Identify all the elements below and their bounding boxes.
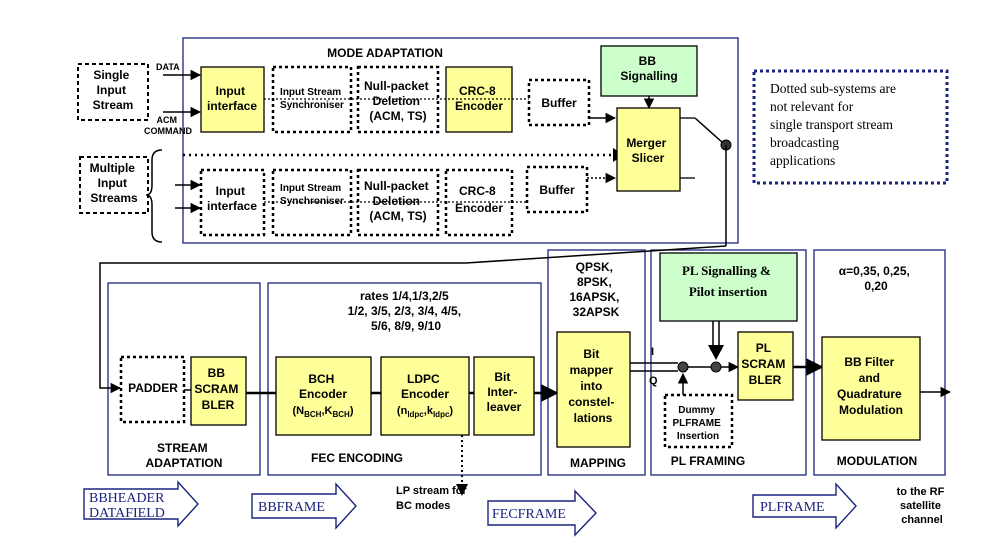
note-box [752,69,949,185]
svg-text:Bit mapper into co: Bit mapper into constel- lations [568,347,617,425]
svg-text:PADDER: PADDER [128,381,178,395]
stream-adaptation-title: STREAM ADAPTATION [146,441,223,470]
pl-signalling-join-node [710,361,722,373]
svg-text:Dummy PLFRAME Insertio: Dummy PLFRAME Insertion [672,405,723,442]
input-interface-bottom [199,168,266,237]
padder-box [119,355,186,424]
mode-adaptation-title: MODE ADAPTATION [327,46,443,60]
svg-text:BB Filter and Quadratu: BB Filter and Quadrature Modulation [837,355,905,417]
modulation-list: QPSK, 8PSK, 16APSK, 32APSK [569,260,622,319]
plframe-arrow [752,482,857,530]
bch-encoder-box [275,356,372,436]
svg-text:PL Signalling & Pilot inse: PL Signalling & Pilot insertion [682,263,774,299]
dummy-plframe-box [663,393,734,449]
pl-framing-title: PL FRAMING [671,454,745,468]
dummy-join-node [677,361,689,373]
multiple-input-brace [145,149,163,243]
svg-text:Bit Inter- leaver: Bit Inter- leaver [487,370,522,414]
multiple-input-box [79,156,149,214]
data-label: DATA [156,62,180,72]
svg-text:BB SCRAM BLER: BB SCRAM BLER [194,366,241,412]
svg-text:BBFRAME: BBFRAME [258,500,325,515]
bch-params: (NBCH,KBCH) [293,405,354,419]
pl-signalling-box [659,252,798,322]
acm-command-label: ACM COMMAND [144,115,192,136]
svg-text:CRC-8 Encoder: CRC-8 Encoder [455,184,503,215]
svg-text:Null-packet Deletion (: Null-packet Deletion (ACM, TS) [364,79,432,123]
svg-text:PL SCRAM BLER: PL SCRAM BLER [741,341,788,387]
fec-encoding-title: FEC ENCODING [311,451,403,465]
ldpc-params: (nldpc,kldpc) [397,405,453,419]
svg-text:Merger Slicer: Merger Slicer [626,136,669,165]
modulation-title: MODULATION [837,454,917,468]
switch-arm [694,117,724,144]
svg-text:Input interface: Input interface [207,84,257,113]
svg-text:BB Signalling: BB Signalling [620,54,677,83]
pl-signalling-arrowhead [708,345,724,360]
stream-adaptation-region [107,282,261,476]
bbframe-arrow [251,482,357,530]
svg-text:Input interface: Input interface [207,184,257,213]
code-rates: rates 1/4,1/3,2/5 1/2, 3/5, 2/3, 3/4, 4/… [348,289,465,333]
i-label: I [651,346,654,358]
multiple-input-label: Multiple Input Streams [90,161,139,205]
svg-text:Input Stream Synchroniser: Input Stream Synchroniser [280,87,344,111]
single-input-box [77,63,149,121]
svg-text:BBHEADER DATAFIELD: BBHEADER DATAFIELD [89,491,168,521]
input-interface-top [200,66,265,133]
bit-mapper-box [556,331,631,448]
mapping-title: MAPPING [570,456,626,470]
svg-text:CRC-8 Encoder: CRC-8 Encoder [455,84,503,113]
bbheader-frame-arrow [83,480,199,528]
bb-signalling-box [600,45,698,97]
ldpc-encoder-box [380,356,470,436]
fec-encoding-region [267,282,542,476]
bit-interleaver-box [473,356,535,436]
merger-to-stream-adaptation [99,245,727,394]
note-text: Dotted sub-systems are not relevant for … [770,81,899,168]
lp-stream-label: LP stream for BC modes [396,485,470,512]
svg-text:PLFRAME: PLFRAME [760,500,825,515]
svg-text:Buffer: Buffer [539,183,575,197]
single-input-label: Single Input Stream [93,68,134,112]
buffer-bottom [525,165,589,214]
merger-slicer-box [616,107,681,192]
pl-scrambler-box [737,331,794,401]
bb-filter-box [821,336,921,441]
fecframe-arrow [487,489,597,537]
svg-text:BCH Encoder: BCH Encoder [299,372,347,401]
svg-text:FECFRAME: FECFRAME [492,507,566,522]
svg-text:LDPC Encoder: LDPC Encoder [401,372,449,401]
rf-output-label: to the RF satellite channel [897,486,948,526]
buffer-top [527,78,591,127]
bb-scrambler-box [190,356,247,426]
lp-stream-arrowhead [456,484,468,496]
svg-text:Buffer: Buffer [541,96,577,110]
roll-off-factors: α=0,35, 0,25, 0,20 [839,264,913,293]
mode-adaptation-region [182,37,739,244]
q-label: Q [649,375,658,387]
svg-text:Null-packet Deletion (: Null-packet Deletion (ACM, TS) [364,179,432,223]
